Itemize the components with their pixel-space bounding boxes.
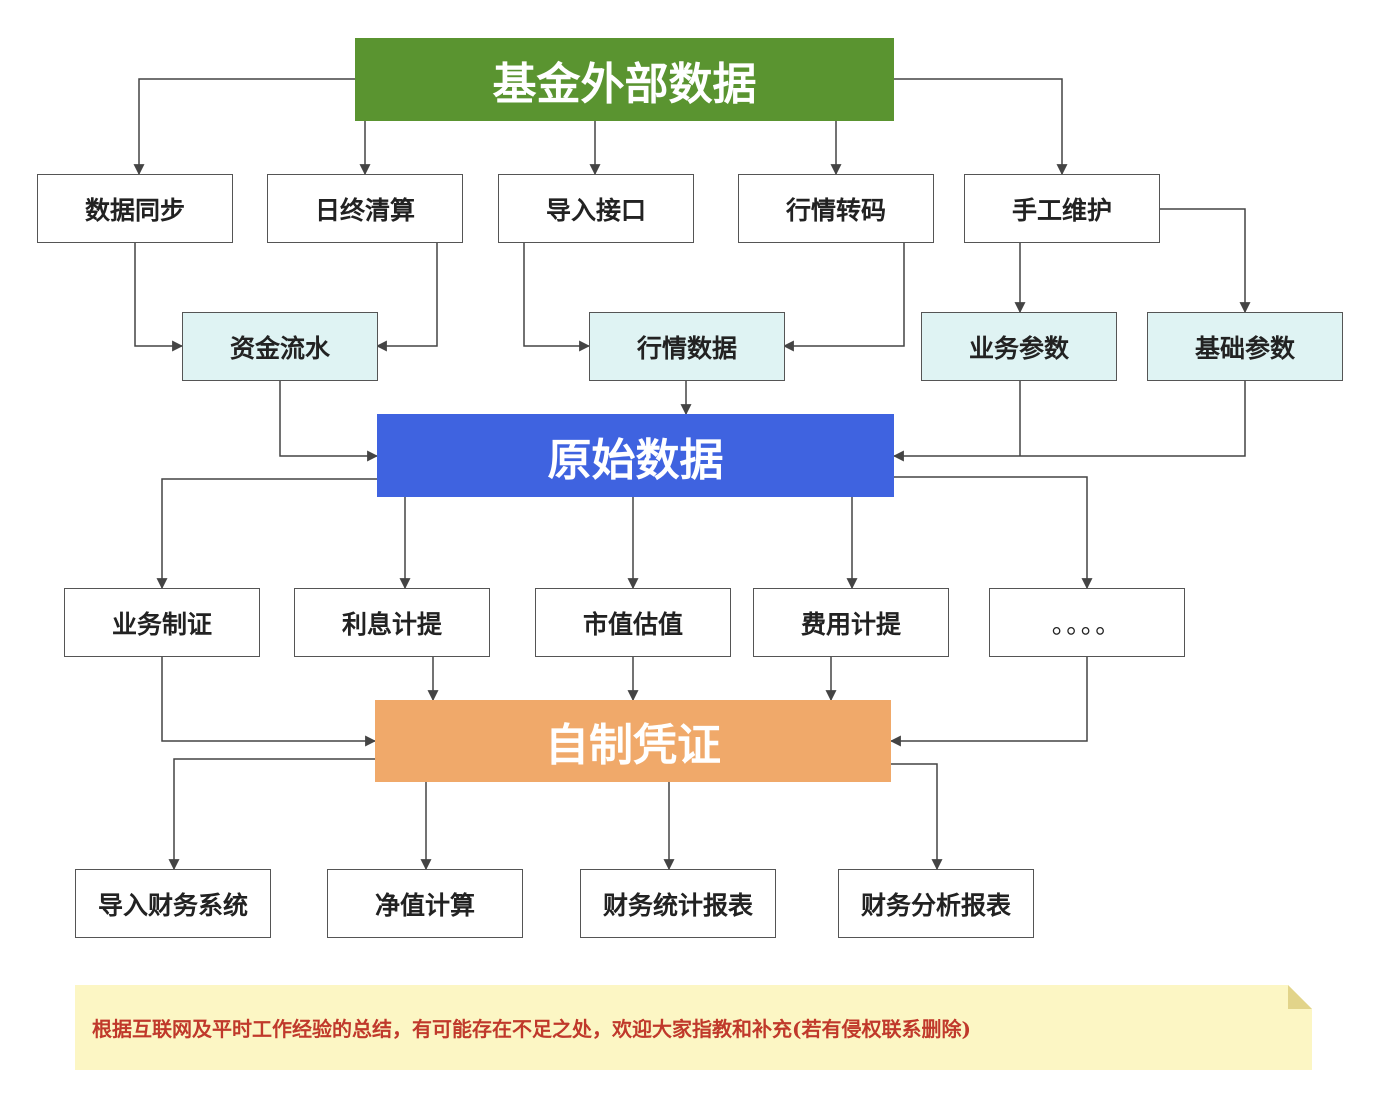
arrow-base-param-to-raw [892,381,1246,462]
arrow-top-to-manual [894,78,1068,176]
arrow-biz-voucher-to-voucher [161,657,377,747]
node-import-finance-system: 导入财务系统 [75,869,271,938]
node-base-params: 基础参数 [1147,312,1343,381]
node-more: 。。。。 [989,588,1185,657]
arrow-eod-to-cashflow [375,243,438,352]
node-financial-stats-report: 财务统计报表 [580,869,776,938]
node-nav-calculation: 净值计算 [327,869,523,938]
arrow-sync-to-cashflow [134,243,184,352]
node-financial-analysis-report: 财务分析报表 [838,869,1034,938]
node-fee-accrual: 费用计提 [753,588,949,657]
node-interest-accrual: 利息计提 [294,588,490,657]
node-import-interface: 导入接口 [498,174,694,243]
node-self-made-voucher: 自制凭证 [375,700,891,782]
arrow-voucher-to-finance [168,758,375,871]
arrow-manual-to-base-param [1160,208,1251,314]
arrow-more-to-voucher [889,657,1088,747]
arrow-cashflow-to-raw [279,381,379,462]
arrow-import-to-quotes [523,243,591,352]
node-business-params: 业务参数 [921,312,1117,381]
node-market-valuation: 市值估值 [535,588,731,657]
node-business-voucher: 业务制证 [64,588,260,657]
arrow-top-to-sync [133,78,355,176]
disclaimer-note [75,985,1312,1070]
arrow-voucher-to-fin-analysis [891,763,943,871]
node-quote-data: 行情数据 [589,312,785,381]
node-eod-clearing: 日终清算 [267,174,463,243]
node-manual-maintenance: 手工维护 [964,174,1160,243]
disclaimer-text: 根据互联网及平时工作经验的总结，有可能存在不足之处，欢迎大家指教和补充(若有侵权… [92,1017,971,1041]
arrow-raw-to-biz-voucher [156,478,377,590]
node-data-sync: 数据同步 [37,174,233,243]
node-quote-conversion: 行情转码 [738,174,934,243]
arrow-quote-conv-to-quotes [782,243,905,352]
arrow-raw-to-more [894,476,1093,590]
node-fund-external-data: 基金外部数据 [355,38,894,121]
node-raw-data: 原始数据 [377,414,894,497]
node-cash-flow: 资金流水 [182,312,378,381]
